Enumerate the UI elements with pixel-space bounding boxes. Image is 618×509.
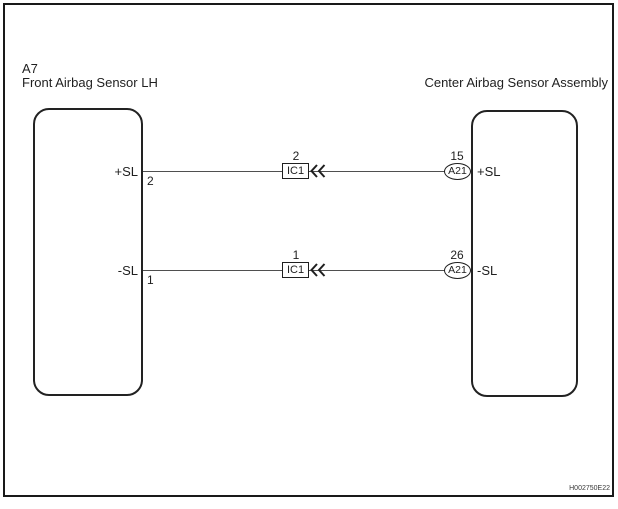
junction-box: IC1 [282, 163, 309, 179]
right-component-box [471, 110, 578, 397]
left-pin-number: 1 [147, 273, 154, 287]
junction-number: 1 [292, 248, 300, 262]
left-pin-label: -SL [117, 263, 138, 278]
left-component-ref: A7 [22, 61, 38, 76]
double-chevron-left-icon [310, 164, 326, 178]
junction-number: 2 [292, 149, 300, 163]
right-pin-label: -SL [477, 263, 498, 278]
double-chevron-left-icon [310, 263, 326, 277]
right-pin-label: +SL [477, 164, 501, 179]
right-component-name: Center Airbag Sensor Assembly [424, 75, 608, 90]
diagram-border [3, 3, 614, 497]
right-connector-number: 15 [450, 149, 464, 163]
right-connector-oval: A21 [444, 262, 471, 279]
document-code: H002750E22 [569, 485, 610, 492]
left-pin-number: 2 [147, 174, 154, 188]
left-component-name: Front Airbag Sensor LH [22, 75, 158, 90]
right-connector-oval: A21 [444, 163, 471, 180]
left-component-box [33, 108, 143, 396]
left-pin-label: +SL [114, 164, 139, 179]
junction-box: IC1 [282, 262, 309, 278]
right-connector-number: 26 [450, 248, 464, 262]
